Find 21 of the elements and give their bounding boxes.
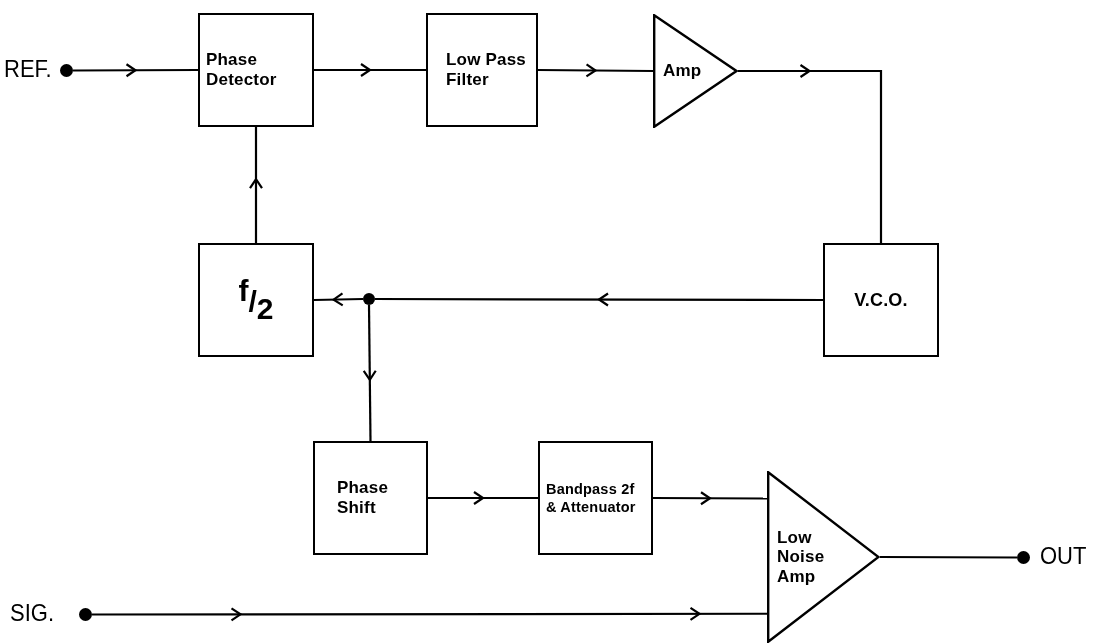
block-label: Phase Shift	[337, 478, 389, 517]
block-box	[823, 243, 939, 357]
block-box	[426, 13, 538, 127]
block-label: Bandpass 2f & Attenuator	[546, 481, 636, 515]
amplifier-triangle	[653, 14, 738, 128]
block-box	[198, 13, 314, 127]
terminal-dot	[79, 608, 92, 621]
terminal-label: OUT	[1040, 541, 1087, 571]
terminal-dot	[363, 293, 375, 305]
terminal-dot	[60, 64, 73, 77]
terminal-dot	[1017, 551, 1030, 564]
block-box	[538, 441, 653, 555]
block-box	[313, 441, 428, 555]
amplifier-triangle	[767, 471, 880, 643]
block-label: Amp	[663, 61, 702, 81]
terminal-label: REF.	[4, 54, 52, 84]
block-label: V.C.O.	[854, 289, 908, 310]
block-label: Low Pass Filter	[446, 50, 527, 89]
block-label: Low Noise Amp	[777, 527, 825, 586]
terminal-label: SIG.	[10, 598, 54, 628]
block-label: Phase Detector	[206, 50, 277, 89]
